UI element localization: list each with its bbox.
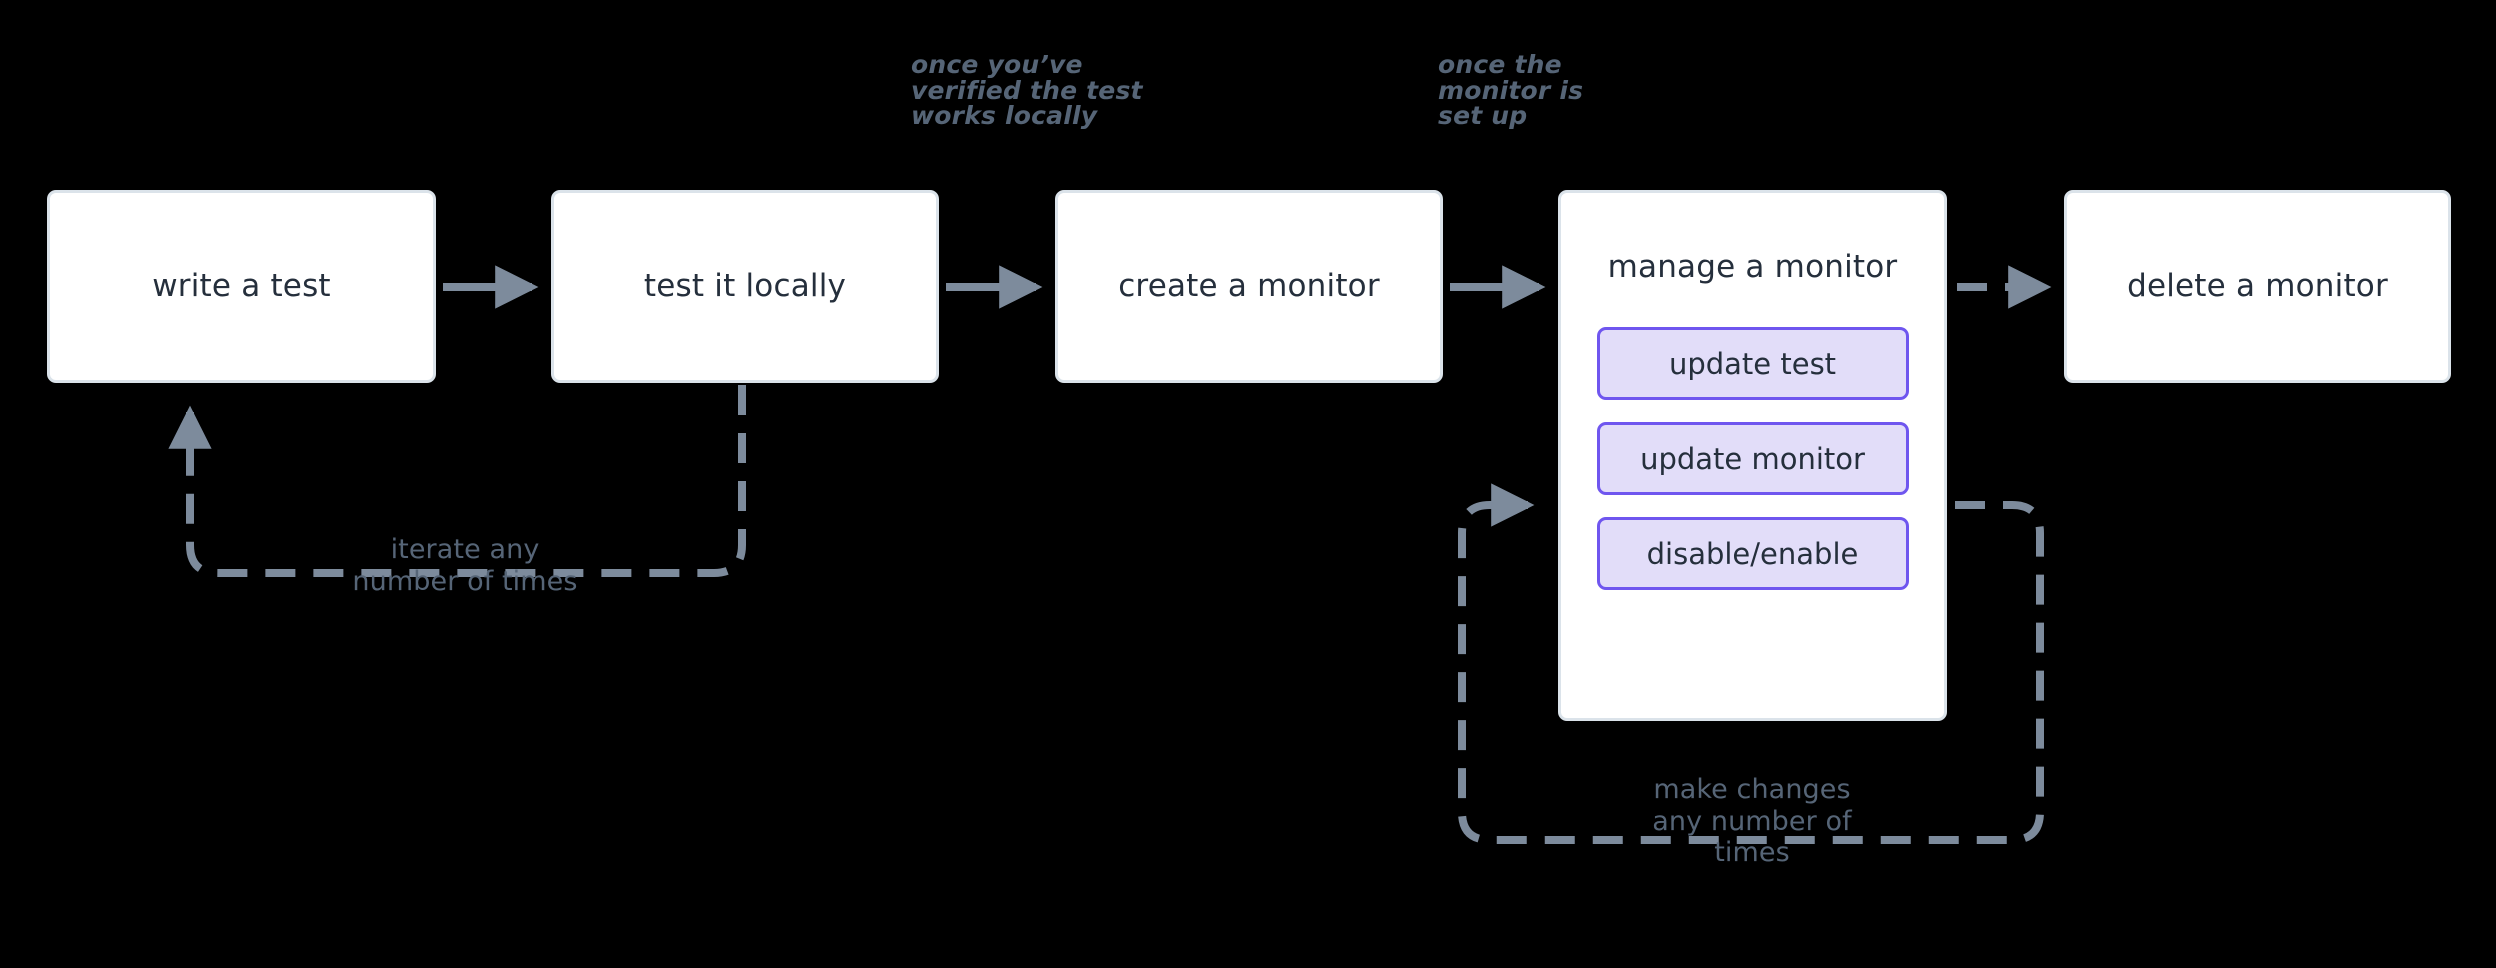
annotation-monitor-set-up: once the monitor is set up xyxy=(1438,50,1584,130)
node-write-a-test[interactable]: write a test xyxy=(47,190,436,383)
node-delete-a-monitor[interactable]: delete a monitor xyxy=(2064,190,2451,383)
loop-label-iterate: iterate any number of times xyxy=(352,534,578,597)
annotation-verified-locally: once you’ve verified the test works loca… xyxy=(911,50,1143,130)
subnode-label-update-monitor: update monitor xyxy=(1640,441,1865,476)
node-test-it-locally[interactable]: test it locally xyxy=(551,190,939,383)
node-label-write-a-test: write a test xyxy=(152,268,331,304)
manage-a-monitor-actions: update test update monitor disable/enabl… xyxy=(1596,327,1909,590)
node-label-delete-a-monitor: delete a monitor xyxy=(2127,268,2388,304)
node-create-a-monitor[interactable]: create a monitor xyxy=(1055,190,1443,383)
node-label-create-a-monitor: create a monitor xyxy=(1118,268,1380,304)
subnode-label-update-test: update test xyxy=(1668,346,1837,381)
node-manage-a-monitor[interactable]: manage a monitor update test update moni… xyxy=(1558,190,1947,721)
subnode-update-monitor[interactable]: update monitor xyxy=(1596,422,1909,495)
node-label-test-it-locally: test it locally xyxy=(643,268,847,304)
loop-label-make-changes: make changes any number of times xyxy=(1652,774,1852,869)
subnode-update-test[interactable]: update test xyxy=(1596,327,1909,400)
node-label-manage-a-monitor: manage a monitor xyxy=(1607,249,1898,285)
subnode-label-disable-enable: disable/enable xyxy=(1646,536,1859,571)
subnode-disable-enable[interactable]: disable/enable xyxy=(1596,517,1909,590)
